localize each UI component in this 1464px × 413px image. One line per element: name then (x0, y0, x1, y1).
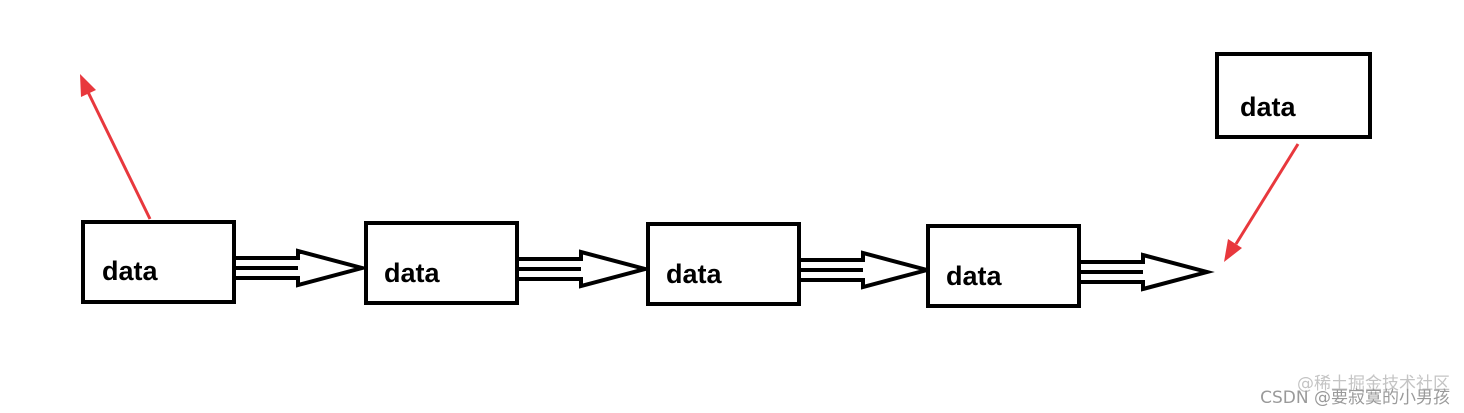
list-node-1: data (81, 220, 236, 304)
next-arrow-1 (236, 248, 370, 288)
watermark-back-text: @稀土掘金技术社区 (1297, 374, 1450, 394)
head-pointer-arrow (80, 74, 152, 220)
new-node: data (1215, 52, 1372, 139)
next-arrow-3 (801, 250, 935, 290)
insert-pointer-arrow (1224, 143, 1300, 262)
node-1-label: data (102, 256, 159, 286)
list-node-2: data (364, 221, 519, 305)
node-2-label: data (384, 258, 441, 288)
node-4-label: data (946, 261, 1003, 291)
new-node-label: data (1240, 92, 1297, 122)
list-node-3: data (646, 222, 801, 306)
list-node-4: data (926, 224, 1081, 308)
next-arrow-4 (1081, 252, 1215, 292)
node-3-label: data (666, 259, 723, 289)
watermark-text: CSDN @要寂寞的小男孩 (1260, 388, 1450, 408)
next-arrow-2 (519, 249, 653, 289)
